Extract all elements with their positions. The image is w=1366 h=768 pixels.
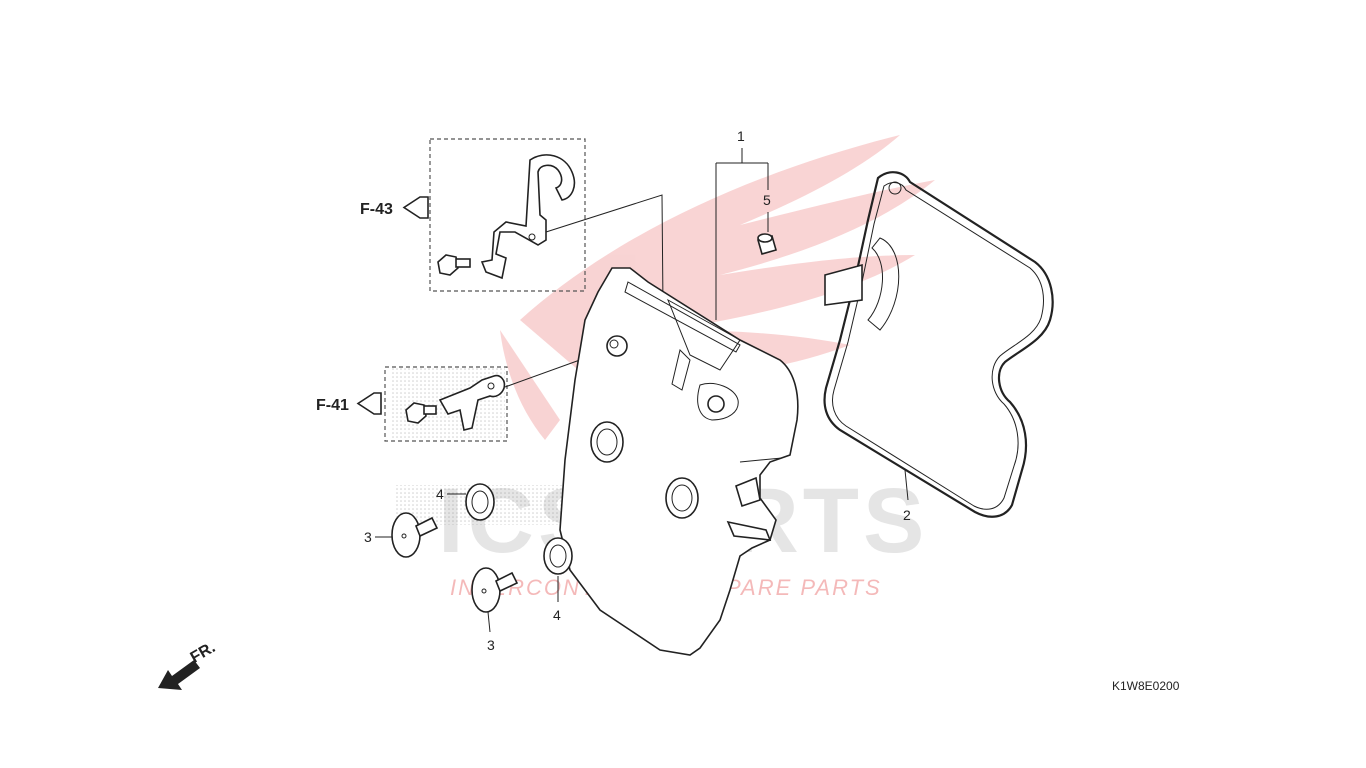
bolt-f41 [405, 402, 437, 424]
front-direction-arrow: FR. [158, 639, 218, 690]
callout-4-lower: 4 [553, 576, 561, 623]
svg-text:F-41: F-41 [316, 397, 349, 414]
cable-clamp-bracket [480, 154, 576, 280]
cover-gasket [823, 171, 1054, 518]
callout-4-upper: 4 [436, 486, 466, 502]
svg-text:4: 4 [553, 607, 561, 623]
svg-text:3: 3 [487, 637, 495, 653]
callout-5: 5 [763, 192, 771, 232]
svg-text:2: 2 [903, 507, 911, 523]
svg-text:F-43: F-43 [360, 201, 393, 218]
flange-bolt-lower [471, 567, 519, 613]
callout-3-upper: 3 [364, 529, 392, 545]
dowel-pin [757, 233, 777, 255]
svg-text:3: 3 [364, 529, 372, 545]
dashed-box-f43 [429, 138, 586, 292]
seal-washer-lower [543, 537, 573, 575]
ref-arrow-f41[interactable]: F-41 [316, 392, 382, 415]
cable-clamp-small [438, 374, 506, 431]
ref-arrow-f43[interactable]: F-43 [360, 196, 429, 219]
svg-text:4: 4 [436, 486, 444, 502]
flange-bolt-upper [391, 512, 439, 558]
callout-1: 1 [715, 128, 769, 320]
bolt-f43 [437, 254, 471, 276]
svg-text:5: 5 [763, 192, 771, 208]
cylinder-head-cover [559, 267, 799, 656]
svg-text:1: 1 [737, 128, 745, 144]
seal-washer-upper [465, 483, 495, 521]
diagram-code: K1W8E0200 [1112, 679, 1180, 693]
callout-2: 2 [903, 469, 911, 523]
callout-3-lower: 3 [487, 611, 495, 653]
